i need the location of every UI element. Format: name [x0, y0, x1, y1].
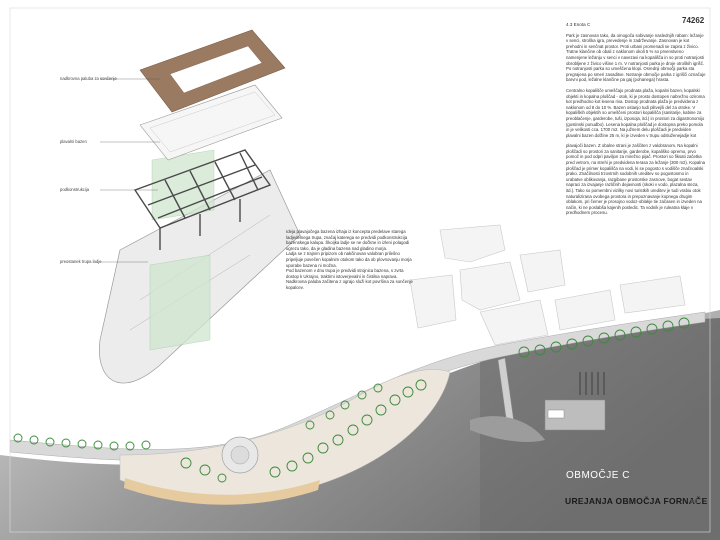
harbour-rows — [579, 372, 605, 395]
callout-substructure: podkonstrukcija — [60, 187, 90, 192]
paragraph: Nadkrovna paluba začitena z ograjo služi… — [286, 279, 413, 290]
paragraph: Ladja se z trajnim pripizom ob nakčinova… — [286, 251, 412, 268]
paragraph: plavajoči bazen. Z obalne strani je zašč… — [566, 143, 706, 216]
paragraph: Pod bazenom v dnu trupa je predvidi stro… — [286, 268, 404, 279]
sheet-code: 74262 — [682, 16, 705, 25]
breakwater — [470, 416, 545, 442]
area-label: OBMOČJE C — [566, 470, 630, 481]
right-text-column: 4.3 Enota C Park je zasnovan tako, da om… — [566, 22, 706, 221]
page-number: 9/ 12 — [690, 499, 702, 505]
section-heading: 4.3 Enota C — [566, 22, 591, 27]
middle-text-column: Ideja plavajočega bazena izhaja iz konce… — [286, 229, 416, 291]
substructure — [133, 149, 272, 250]
paragraph: Park je zasnovan tako, da omogoča sobiva… — [566, 32, 706, 83]
paragraph: Centralno kopališče umeščajo prodnata pl… — [566, 87, 705, 138]
callout-pool: plavalni bazen — [60, 139, 87, 144]
green-panel-lower — [149, 254, 211, 351]
floating-pool — [547, 409, 565, 419]
pool-shell — [139, 84, 283, 161]
leader-lines — [100, 78, 160, 263]
urban-blocks — [409, 224, 686, 346]
green-panel-upper — [151, 149, 215, 221]
paragraph: Ideja plavajočega bazena izhaja iz konce… — [286, 229, 410, 251]
callout-hull: preostanek trupa ladje — [60, 259, 102, 264]
sheet-title: UREJANJA OBMOČJA FORNAČE — [565, 496, 708, 506]
trees — [13, 317, 690, 483]
sand-strip — [124, 478, 320, 505]
callout-roof-deck: nadkrovna paluba za sončenje — [60, 76, 117, 81]
